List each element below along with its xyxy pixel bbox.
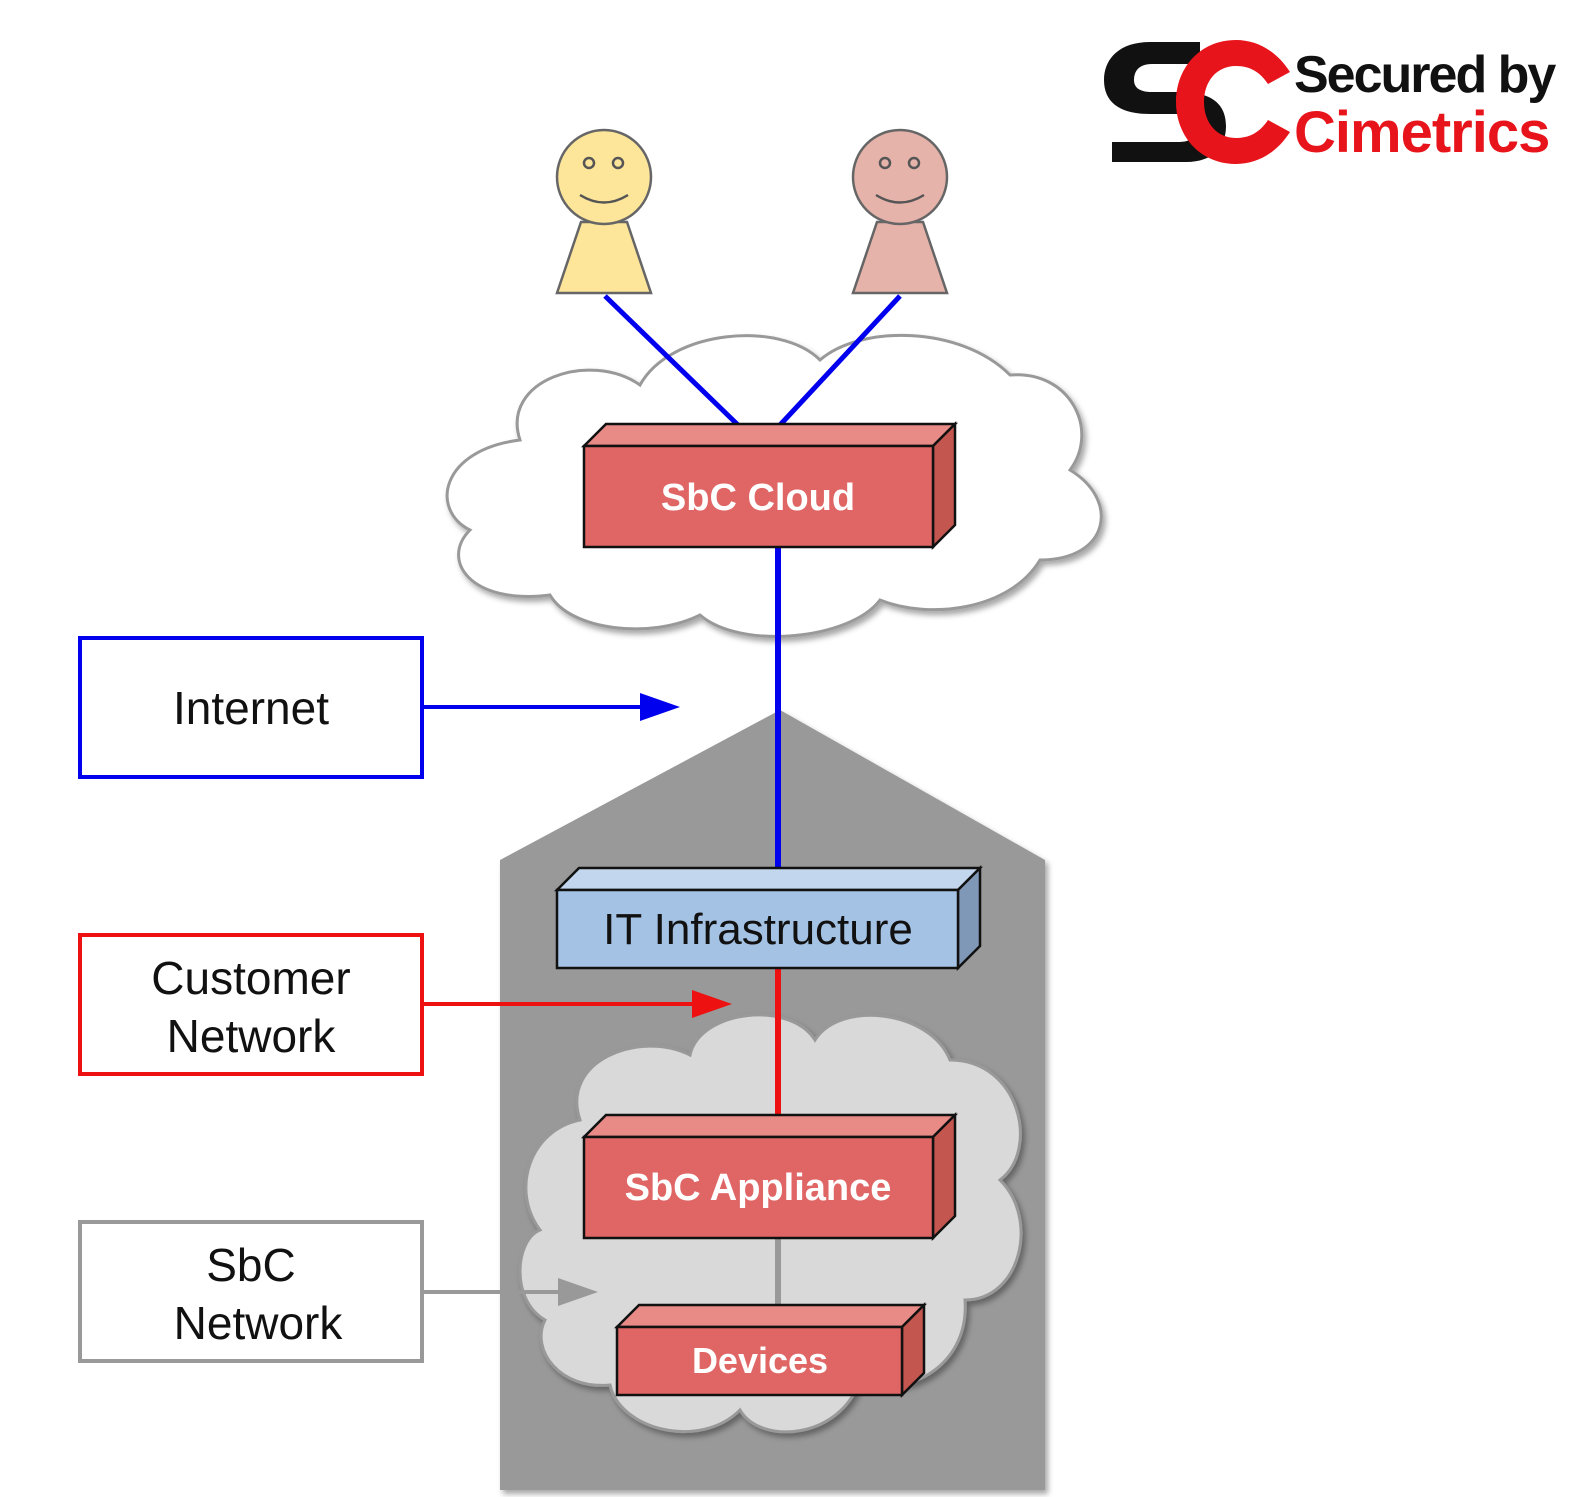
legend-sbc-line2: Network [174, 1297, 344, 1349]
legend-customer-line1: Customer [151, 952, 350, 1004]
user-icon [555, 128, 653, 295]
arrow-icon [692, 990, 732, 1018]
logo-line2: Cimetrics [1294, 100, 1549, 165]
logo-line1: Secured by [1294, 46, 1556, 104]
legend-customer-line2: Network [167, 1010, 337, 1062]
devices-node[interactable]: Devices [613, 1301, 928, 1399]
legend-customer-network: Customer Network [78, 933, 732, 1076]
legend-internet-label: Internet [173, 682, 329, 734]
arrow-icon [640, 693, 680, 721]
sbc-cloud-label: SbC Cloud [661, 477, 855, 519]
cimetrics-logo: Secured by Cimetrics [1104, 40, 1558, 165]
sc-monogram-icon [1104, 40, 1290, 164]
sbc-appliance-node[interactable]: SbC Appliance [580, 1111, 959, 1242]
legend-sbc-line1: SbC [206, 1239, 295, 1291]
sbc-cloud-node[interactable]: SbC Cloud [580, 420, 959, 551]
legend-internet: Internet [78, 636, 680, 779]
sbc-appliance-label: SbC Appliance [625, 1167, 892, 1209]
devices-label: Devices [692, 1340, 828, 1381]
it-infrastructure-node[interactable]: IT Infrastructure [553, 864, 984, 972]
user1-link [603, 294, 740, 427]
user2-link [778, 294, 902, 427]
user-icon [851, 128, 949, 295]
legend-sbc-network: SbC Network [78, 1220, 598, 1363]
arrow-icon [558, 1278, 598, 1306]
it-infrastructure-label: IT Infrastructure [603, 905, 913, 954]
